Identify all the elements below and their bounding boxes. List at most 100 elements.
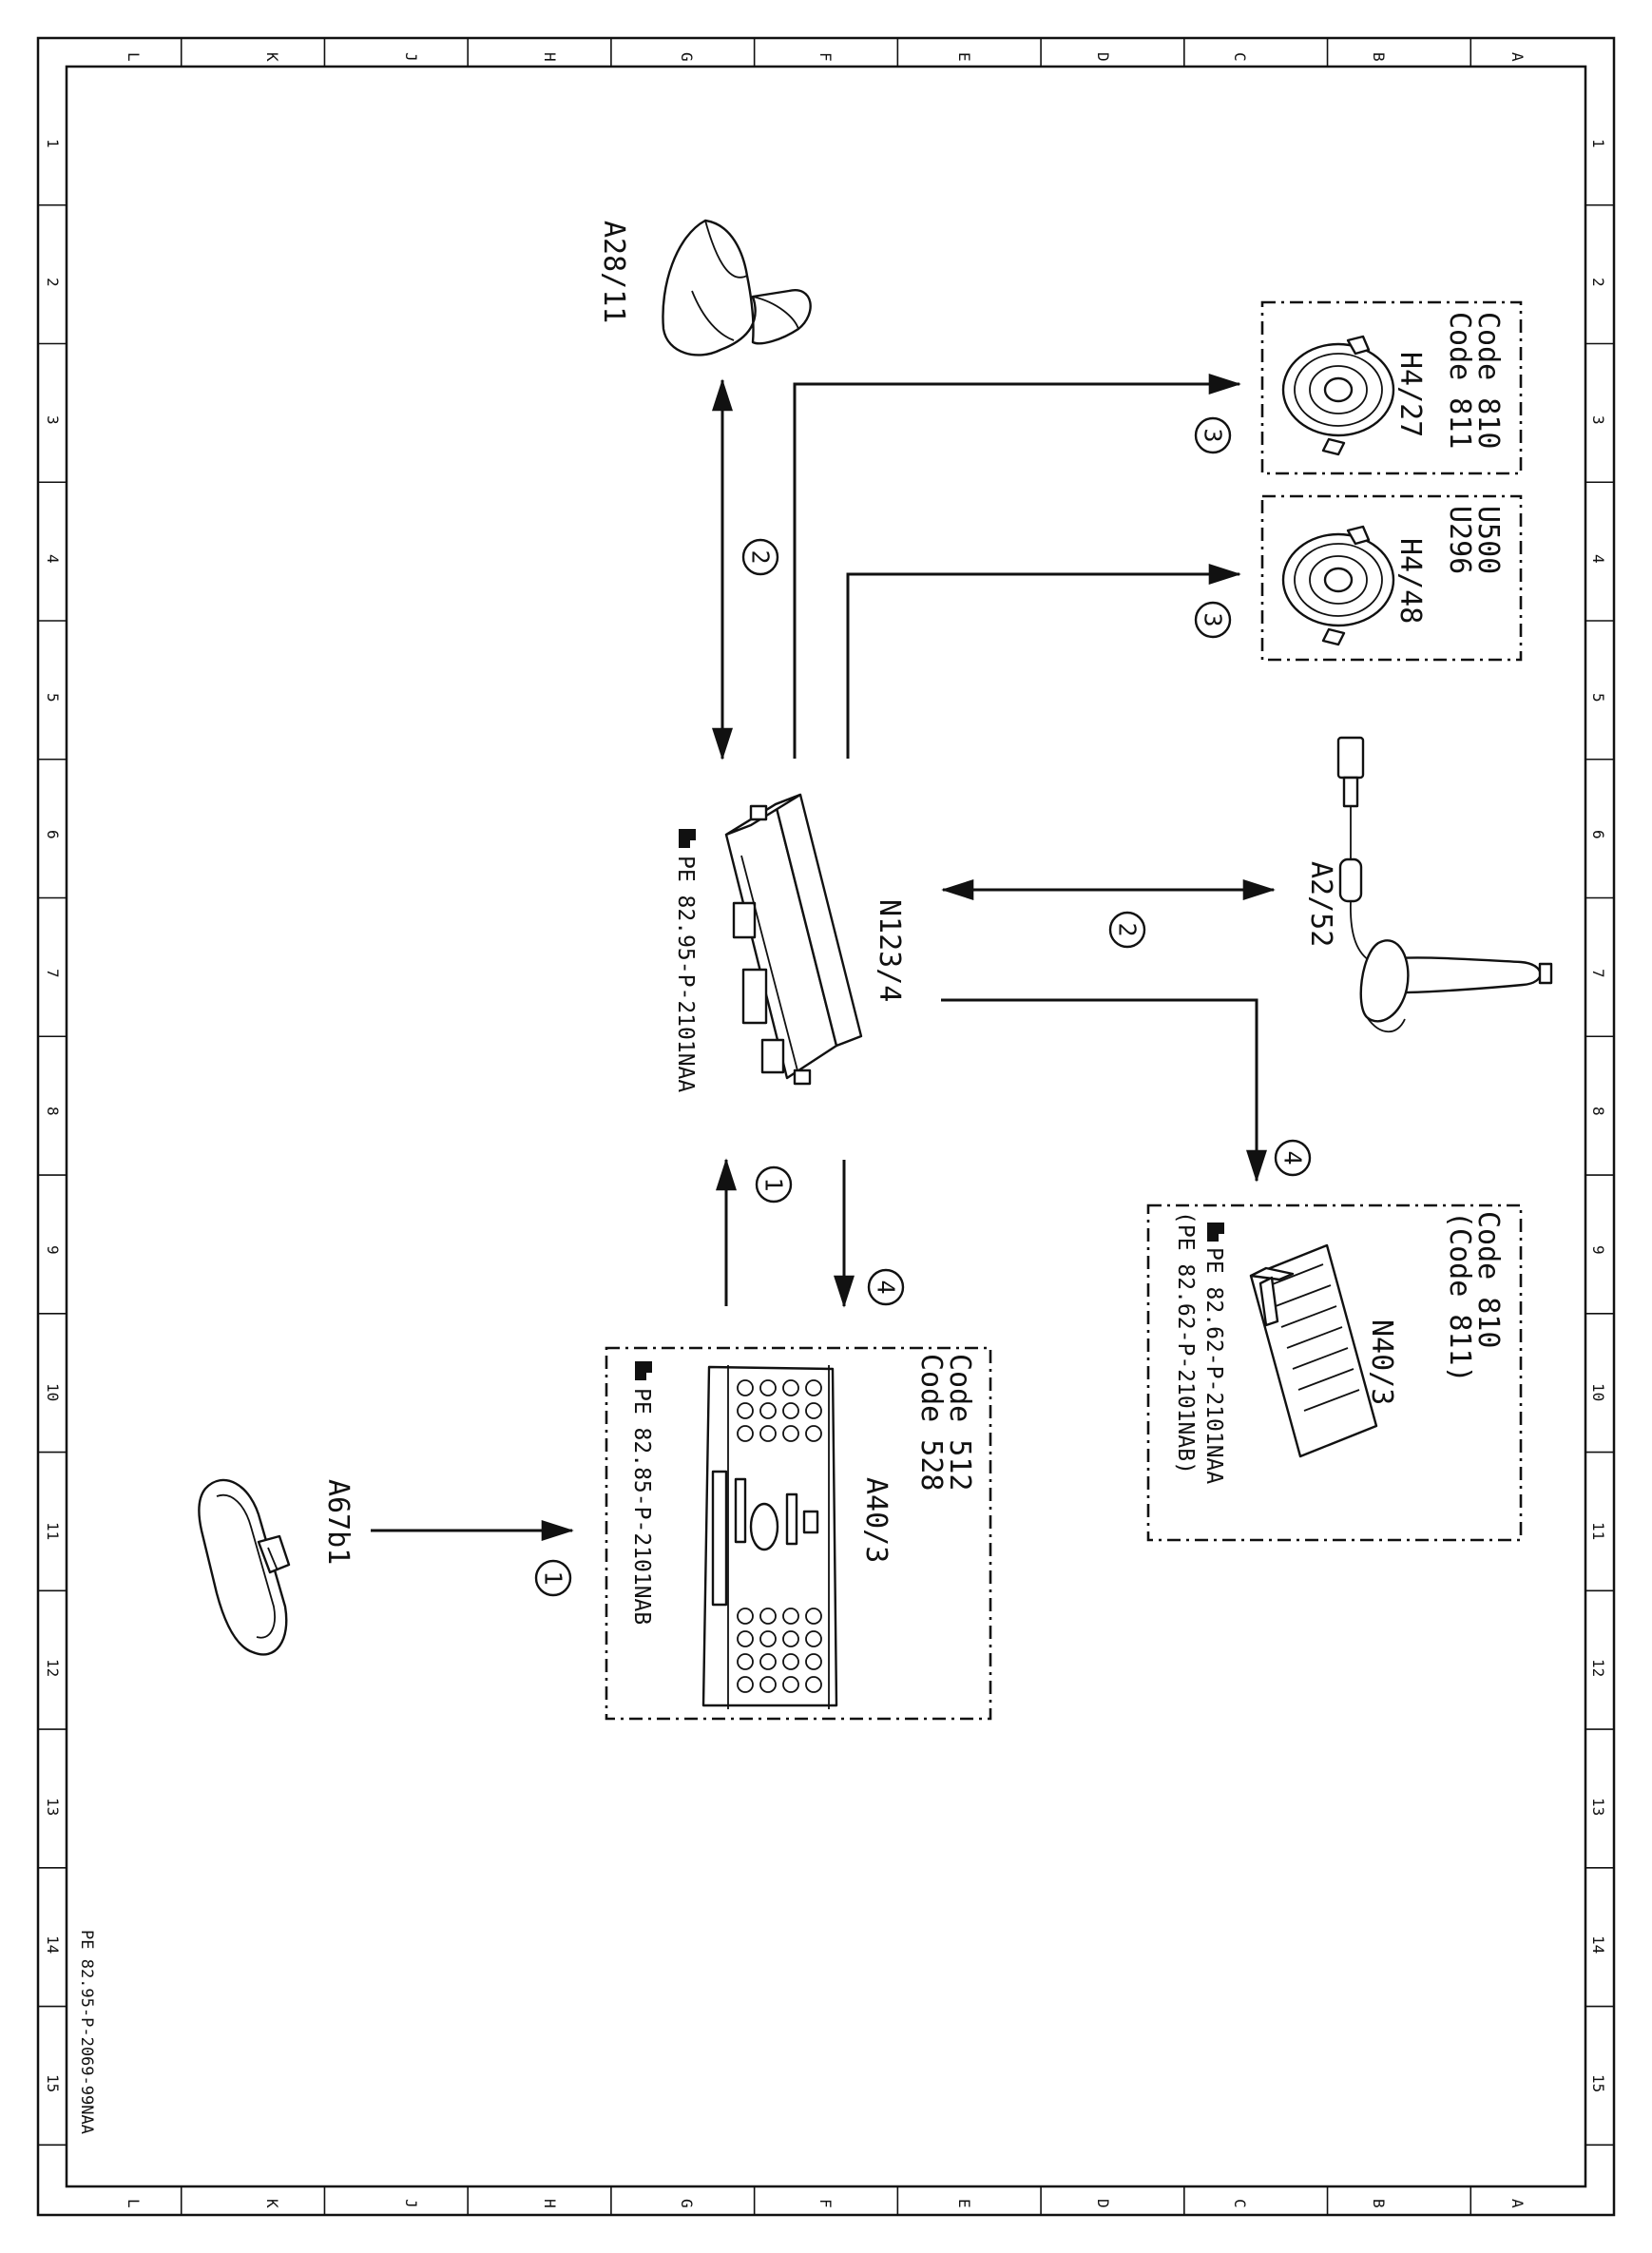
- row-number: 11: [44, 1522, 62, 1540]
- col-letter: C: [1231, 52, 1249, 62]
- row-number: 11: [1589, 1522, 1607, 1540]
- cable-antenna-icon: [1336, 736, 1553, 1033]
- control-unit-label: N123/4: [873, 899, 906, 1002]
- col-letter: A: [1508, 2199, 1527, 2208]
- svg-text:1: 1: [540, 1570, 567, 1585]
- speaker-2-code-1: U500: [1471, 506, 1505, 574]
- connection-number-4b: 4: [867, 1268, 905, 1306]
- head-unit-ref: PE 82.85-P-2101NAB: [629, 1361, 654, 1625]
- col-letter: L: [125, 52, 143, 62]
- row-number: 1: [1589, 139, 1607, 148]
- col-letter: G: [678, 52, 696, 62]
- svg-text:PE 82.85-P-2101NAB: PE 82.85-P-2101NAB: [629, 1388, 654, 1625]
- row-number: 13: [44, 1798, 62, 1816]
- mirror-icon: [198, 1478, 291, 1656]
- col-letter: K: [263, 2199, 281, 2208]
- row-number: 13: [1589, 1798, 1607, 1816]
- speaker-1-box: [1260, 300, 1523, 475]
- svg-text:3: 3: [1200, 612, 1227, 626]
- wire-4-amplifier: [941, 998, 1267, 1183]
- document-id: PE 82.95-P-2069-99NAA: [77, 1930, 96, 2134]
- speaker-2-label: H4/48: [1393, 538, 1427, 624]
- row-number: 14: [1589, 1935, 1607, 1954]
- col-letter: L: [125, 2199, 143, 2208]
- amplifier-code-1: Code 810: [1471, 1211, 1505, 1349]
- amplifier-code-2: (Code 811): [1443, 1211, 1476, 1383]
- connection-number-1b: 1: [534, 1559, 572, 1597]
- connection-number-2b: 2: [1108, 911, 1146, 949]
- connection-number-3b: 3: [1194, 601, 1232, 639]
- svg-text:3: 3: [1200, 428, 1227, 442]
- col-letter: E: [955, 52, 973, 62]
- head-unit-code-2: Code 528: [914, 1354, 948, 1492]
- row-number: 15: [1589, 2074, 1607, 2092]
- row-number: 5: [1589, 693, 1607, 703]
- wires: [371, 374, 1276, 1541]
- head-unit-code-1: Code 512: [943, 1354, 976, 1492]
- connection-number-3a: 3: [1194, 416, 1232, 454]
- col-letter: F: [816, 52, 835, 62]
- col-letter: B: [1370, 52, 1388, 62]
- amplifier-ref-1: PE 82.62-P-2101NAA: [1201, 1223, 1226, 1484]
- speaker-2-icon: [1281, 525, 1395, 646]
- row-number: 4: [44, 554, 62, 564]
- row-number: 8: [44, 1107, 62, 1116]
- row-number: 10: [1589, 1383, 1607, 1401]
- row-number: 9: [44, 1245, 62, 1255]
- row-number: 9: [1589, 1245, 1607, 1255]
- col-letter: J: [402, 2199, 420, 2208]
- control-unit-ref: PE 82.95-P-2101NAA: [673, 829, 698, 1092]
- row-number: 10: [44, 1383, 62, 1401]
- svg-text:4: 4: [1279, 1150, 1307, 1165]
- row-number: 8: [1589, 1107, 1607, 1116]
- speaker-1-icon: [1281, 335, 1395, 456]
- speaker-2-box: [1260, 494, 1523, 662]
- row-number: 1: [44, 139, 62, 148]
- column-letters-top: L K J H G F E D C B A: [125, 52, 1527, 62]
- row-number: 2: [44, 278, 62, 287]
- row-number: 6: [1589, 830, 1607, 839]
- speaker-1-label: H4/27: [1393, 352, 1427, 437]
- amplifier-icon: [1249, 1243, 1378, 1458]
- row-number: 14: [44, 1935, 62, 1954]
- antenna-roof-label: A28/11: [597, 221, 630, 323]
- roof-antenna-icon: [662, 219, 812, 356]
- wire-3-speaker-2: [846, 564, 1241, 759]
- col-letter: H: [541, 52, 559, 62]
- amplifier-box: [1146, 1204, 1523, 1542]
- col-letter: G: [678, 2199, 696, 2208]
- svg-text:PE 82.62-P-2101NAA: PE 82.62-P-2101NAA: [1201, 1247, 1226, 1484]
- row-number: 3: [1589, 415, 1607, 425]
- head-unit-label: A40/3: [859, 1477, 893, 1563]
- row-number: 15: [44, 2074, 62, 2092]
- head-unit-icon: [701, 1365, 838, 1709]
- row-number: 7: [1589, 969, 1607, 978]
- col-letter: J: [402, 52, 420, 62]
- svg-text:4: 4: [873, 1280, 900, 1294]
- col-letter: A: [1508, 52, 1527, 62]
- row-numbers-left: 1 2 3 4 5 6 7 8 9 10 11 12 13 14 15: [44, 139, 62, 2092]
- row-number: 7: [44, 969, 62, 978]
- col-letter: B: [1370, 2199, 1388, 2208]
- svg-text:(PE 82.62-P-2101NAB): (PE 82.62-P-2101NAB): [1173, 1211, 1198, 1474]
- connection-number-4a: 4: [1274, 1139, 1312, 1177]
- col-letter: F: [816, 2199, 835, 2208]
- mirror-label: A67b1: [321, 1479, 355, 1565]
- col-letter: D: [1094, 52, 1112, 62]
- speaker-2-code-2: U296: [1443, 506, 1476, 574]
- col-letter: H: [541, 2199, 559, 2208]
- drawing-frame: [36, 36, 1616, 2217]
- svg-text:1: 1: [760, 1177, 788, 1191]
- col-letter: E: [955, 2199, 973, 2208]
- row-numbers-right: 1 2 3 4 5 6 7 8 9 10 11 12 13 14 15: [1589, 139, 1607, 2092]
- amplifier-ref-2: (PE 82.62-P-2101NAB): [1173, 1211, 1198, 1474]
- amplifier-label: N40/3: [1365, 1319, 1398, 1405]
- row-number: 4: [1589, 554, 1607, 564]
- row-number: 12: [44, 1659, 62, 1677]
- antenna-cable-label: A2/52: [1304, 861, 1337, 947]
- col-letter: D: [1094, 2199, 1112, 2208]
- control-unit-icon: [724, 793, 863, 1086]
- connection-number-2a: 2: [741, 538, 779, 576]
- connection-number-1a: 1: [755, 1165, 793, 1204]
